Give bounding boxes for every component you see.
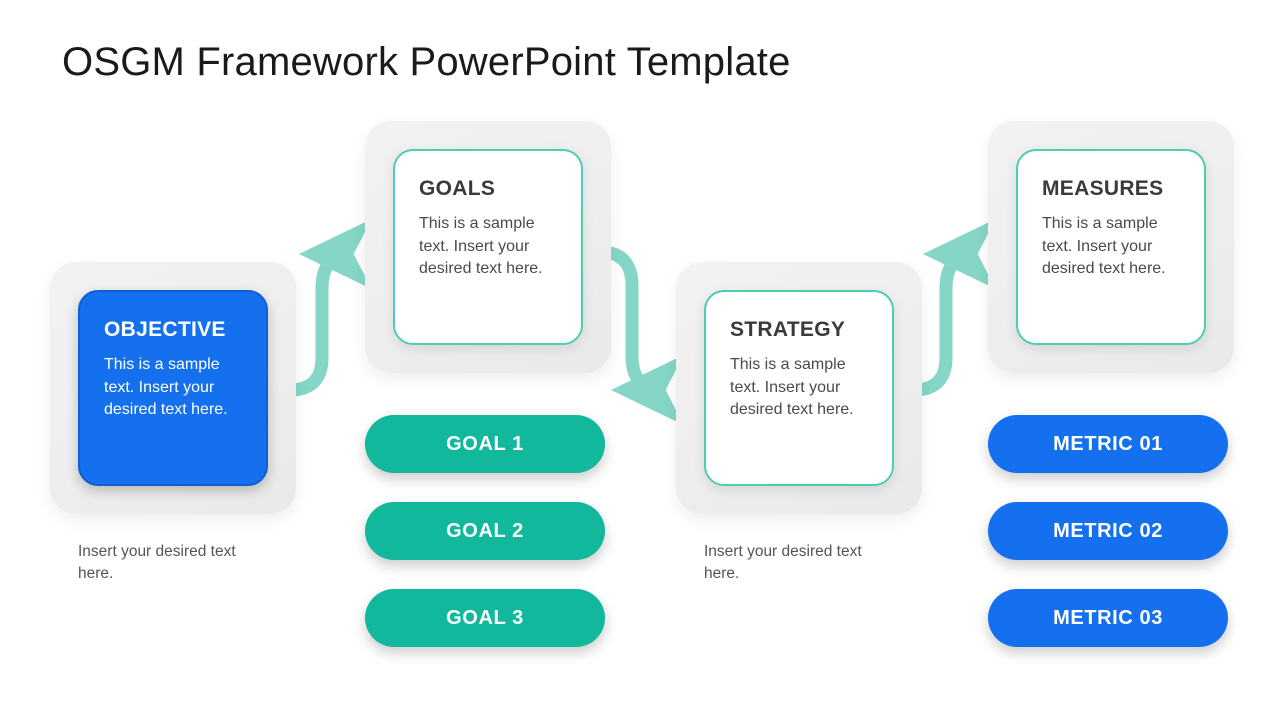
stage-body-objective: This is a sample text. Insert your desir… [104, 356, 228, 419]
metric-pill-1[interactable]: METRIC 01 [988, 415, 1228, 473]
goal-pill-2-label: GOAL 2 [446, 519, 524, 542]
stage-card-objective[interactable]: OBJECTIVE This is a sample text. Insert … [78, 290, 268, 486]
goal-pill-3[interactable]: GOAL 3 [365, 589, 605, 647]
caption-objective: Insert your desired text here. [78, 543, 236, 583]
stage-body-goals: This is a sample text. Insert your desir… [419, 215, 543, 278]
metric-pill-3-label: METRIC 03 [1053, 606, 1163, 629]
stage-title-goals: GOALS [419, 177, 496, 200]
stage-card-goals[interactable]: GOALS This is a sample text. Insert your… [393, 149, 583, 345]
metric-pill-1-label: METRIC 01 [1053, 432, 1163, 455]
metric-pill-2[interactable]: METRIC 02 [988, 502, 1228, 560]
stage-card-measures[interactable]: MEASURES This is a sample text. Insert y… [1016, 149, 1206, 345]
metric-pill-2-label: METRIC 02 [1053, 519, 1163, 542]
stage-title-objective: OBJECTIVE [104, 318, 226, 341]
metric-pill-3[interactable]: METRIC 03 [988, 589, 1228, 647]
stage-title-strategy: STRATEGY [730, 318, 846, 341]
goal-pill-1[interactable]: GOAL 1 [365, 415, 605, 473]
goal-pill-1-label: GOAL 1 [446, 432, 524, 455]
goal-pill-3-label: GOAL 3 [446, 606, 524, 629]
stage-body-strategy: This is a sample text. Insert your desir… [730, 356, 854, 419]
stage-card-strategy[interactable]: STRATEGY This is a sample text. Insert y… [704, 290, 894, 486]
caption-strategy: Insert your desired text here. [704, 543, 862, 583]
stage-body-measures: This is a sample text. Insert your desir… [1042, 215, 1166, 278]
goal-pill-2[interactable]: GOAL 2 [365, 502, 605, 560]
stage-title-measures: MEASURES [1042, 177, 1164, 200]
page-title: OSGM Framework PowerPoint Template [62, 40, 791, 84]
